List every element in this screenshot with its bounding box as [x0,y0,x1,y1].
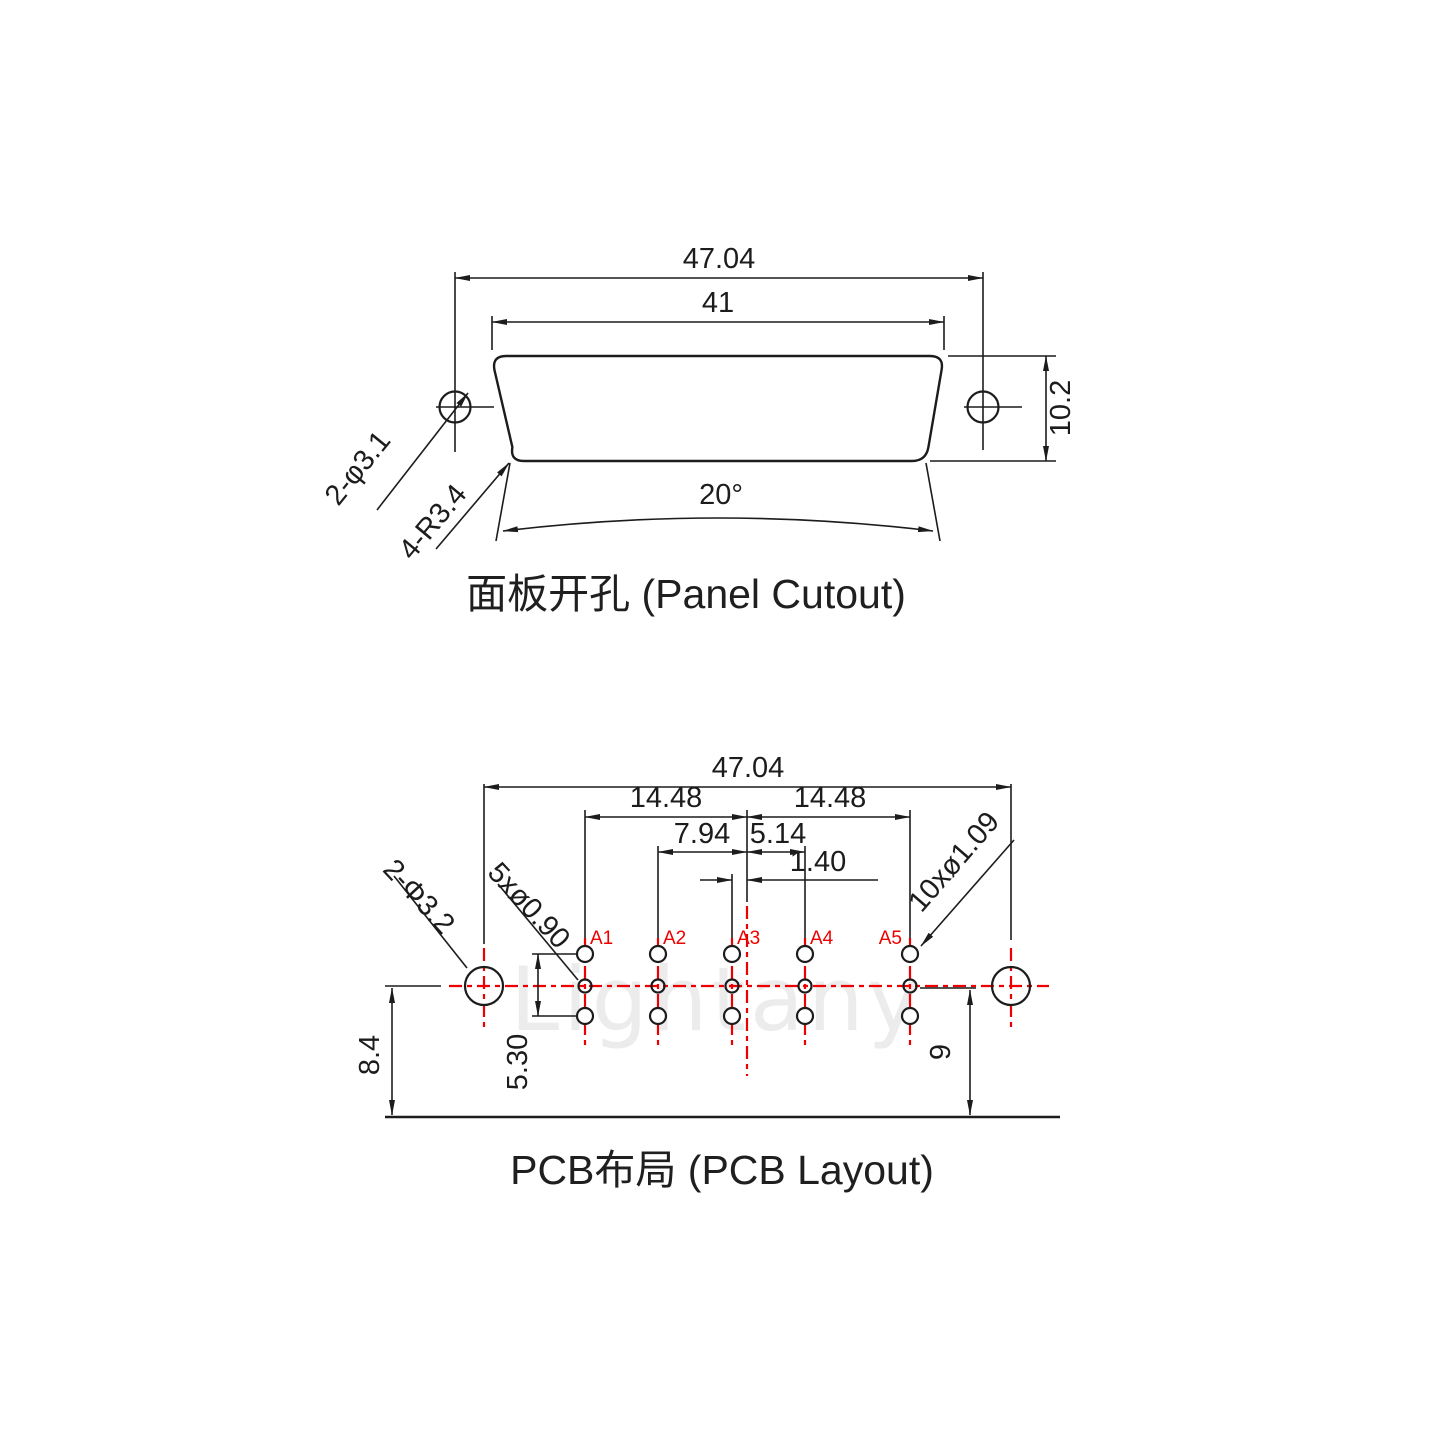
pin-hole-bottom-a3 [722,1006,742,1026]
dim-9-label: 9 [925,1044,957,1060]
pin-hole-top-a1 [575,944,595,964]
dim-14-48-left-label: 14.48 [630,782,703,814]
dim-overall-top-label: 47.04 [683,243,756,275]
pcb-mounting-hole-right [990,965,1032,1007]
pin-hole-mid-a2 [650,978,666,994]
leader-line-radius [435,462,510,550]
pcb-mounting-hole-left [463,965,505,1007]
dim-14-48-right-label: 14.48 [794,782,867,814]
leader-line-holes [376,392,469,511]
dim-8-4-label: 8.4 [354,1035,386,1075]
pin-hole-bottom-a4 [795,1006,815,1026]
pin-hole-bottom-a1 [575,1006,595,1026]
pin-label-a3: A3 [737,928,760,949]
leader-line-outer-holes [920,839,1015,947]
extension-lines-41 [491,316,945,350]
dim-5-14-label: 5.14 [750,818,806,850]
pin-hole-top-a3 [722,944,742,964]
cutout-outline [492,354,944,463]
pin-hole-mid-a5 [902,978,918,994]
watermark-text: Lightany [510,948,923,1051]
panel-cutout-drawing: 47.04 41 10.2 20° 2-φ3.1 4-R3.4 面板开孔 (Pa… [319,243,1077,617]
label-5x-0-90: 5xø0.90 [481,857,576,955]
dim-1-40-label: 1.40 [790,846,846,878]
pin-hole-top-a4 [795,944,815,964]
mounting-hole-right [966,390,1000,424]
leader-line-mount-holes [393,875,468,969]
pcb-layout-title: PCB布局 (PCB Layout) [510,1147,934,1193]
dim-overall-pcb-label: 47.04 [712,752,785,784]
angle-20-label: 20° [699,479,743,511]
label-10x-1-09: 10xø1.09 [902,806,1005,918]
panel-cutout-title: 面板开孔 (Panel Cutout) [466,571,906,617]
pcb-layout-drawing: Lightany 47.04 14.48 14.48 7.94 5.14 1.4… [354,752,1060,1193]
dim-41-label: 41 [702,287,734,319]
pin-hole-mid-a4 [797,978,813,994]
leader-line-mid-holes [497,883,579,981]
pin-label-a2: A2 [663,928,686,949]
pin-label-a4: A4 [810,928,834,949]
pin-hole-top-a5 [900,944,920,964]
mounting-hole-left [438,390,472,424]
label-4-r3-4: 4-R3.4 [393,479,473,566]
pin-hole-bottom-a2 [648,1006,668,1026]
pin-hole-mid-a3 [724,978,740,994]
pin-hole-bottom-a5 [900,1006,920,1026]
label-2-phi-3-2: 2-Φ3.2 [376,853,460,940]
pin-label-a5: A5 [879,928,902,949]
extension-lines-10-2 [930,355,1056,462]
dim-7-94-label: 7.94 [674,818,730,850]
pin-label-a1: A1 [590,928,613,949]
pin-hole-top-a2 [648,944,668,964]
pin-hole-mid-a1 [577,978,593,994]
dim-10-2-label: 10.2 [1045,380,1077,436]
dim-5-30-label: 5.30 [502,1034,534,1090]
angle-arc [502,517,934,533]
